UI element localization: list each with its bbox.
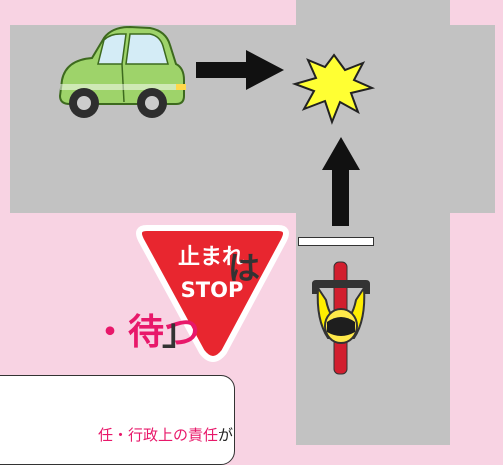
stop-sign-icon: [136, 225, 289, 362]
notice-main: 任・行政上の責任: [97, 426, 218, 444]
illustration-layer: [58, 25, 376, 375]
headline-line1: は: [228, 249, 261, 287]
notice-suffix: が: [217, 426, 233, 444]
sign-text-layer: 止まれ STOP: [178, 245, 244, 302]
notice-text: 任・行政上の責任が: [0, 424, 233, 445]
sign-line2: STOP: [181, 278, 244, 302]
bicycle-icon: [312, 261, 370, 375]
arrow-up-icon: [322, 137, 360, 226]
collision-icon: [291, 53, 376, 125]
arrow-right-icon: [196, 50, 284, 90]
sign-line1: 止まれ: [178, 245, 244, 270]
car-icon: [58, 25, 186, 118]
headline-bracket: 」: [162, 312, 199, 353]
headline-line2: ・待つ: [91, 312, 200, 353]
stop-line: [298, 237, 374, 246]
